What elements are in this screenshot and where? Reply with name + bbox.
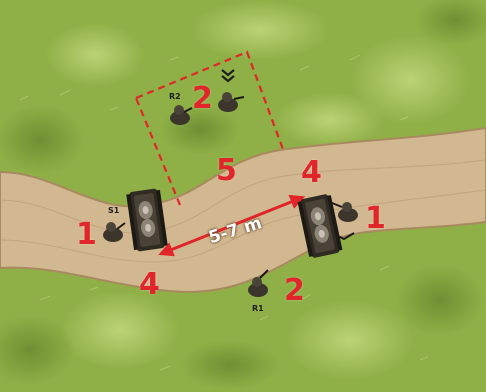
left-road-number: 4: [139, 270, 160, 300]
top-fighter-number: 2: [192, 84, 213, 114]
left-fighter-number: 1: [76, 220, 97, 250]
left-soldier-code: S1: [108, 207, 119, 215]
bottom-fighter-number: 2: [284, 276, 305, 306]
bottom-soldier-code: R1: [252, 305, 264, 313]
sector-number: 5: [216, 156, 237, 186]
top-soldier-code: R2: [169, 93, 181, 101]
right-road-number: 4: [301, 158, 322, 188]
right-fighter-number: 1: [365, 204, 386, 234]
